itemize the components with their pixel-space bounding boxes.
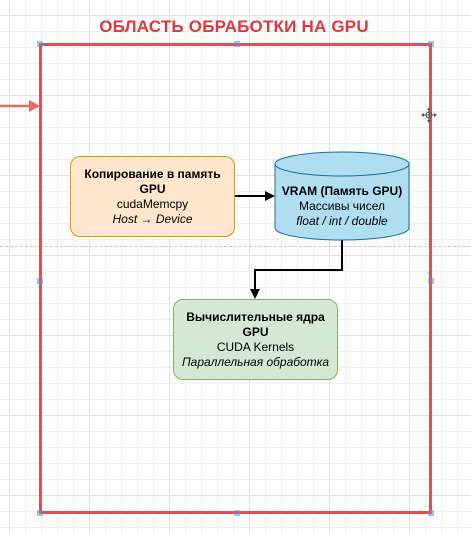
- copy-to-gpu-memory-node[interactable]: Копирование в память GPU cudaMemcpy Host…: [70, 156, 235, 237]
- resize-handle-left[interactable]: [37, 278, 43, 284]
- resize-handle-top-left[interactable]: [37, 41, 43, 47]
- kernels-node-desc: Параллельная обработка: [181, 354, 330, 369]
- resize-handle-top[interactable]: [234, 41, 240, 47]
- resize-handle-bottom-left[interactable]: [37, 510, 43, 516]
- copy-node-title: Копирование в память GPU: [84, 166, 221, 196]
- copy-node-direction: Host → Device: [112, 211, 193, 226]
- resize-handle-bottom-right[interactable]: [428, 510, 434, 516]
- container-title[interactable]: ОБЛАСТЬ ОБРАБОТКИ НА GPU: [99, 17, 369, 36]
- gpu-kernels-node[interactable]: Вычислительные ядра GPU CUDA Kernels Пар…: [173, 299, 338, 380]
- gpu-processing-container[interactable]: [37, 41, 434, 516]
- kernels-node-title: Вычислительные ядра GPU: [186, 309, 325, 339]
- kernels-node-api: CUDA Kernels: [216, 339, 295, 354]
- vram-node[interactable]: VRAM (Память GPU) Массивы чисел float / …: [274, 176, 410, 236]
- guide-line: [0, 246, 471, 247]
- resize-handle-right[interactable]: [428, 278, 434, 284]
- move-icon[interactable]: [421, 107, 437, 123]
- copy-node-api: cudaMemcpy: [116, 196, 189, 211]
- vram-node-content: Массивы чисел: [298, 198, 386, 213]
- resize-handle-top-right[interactable]: [428, 41, 434, 47]
- vram-node-types: float / int / double: [296, 213, 388, 228]
- arrow-right-icon[interactable]: [0, 100, 40, 112]
- vram-node-title: VRAM (Память GPU): [281, 183, 403, 198]
- resize-handle-bottom[interactable]: [234, 510, 240, 516]
